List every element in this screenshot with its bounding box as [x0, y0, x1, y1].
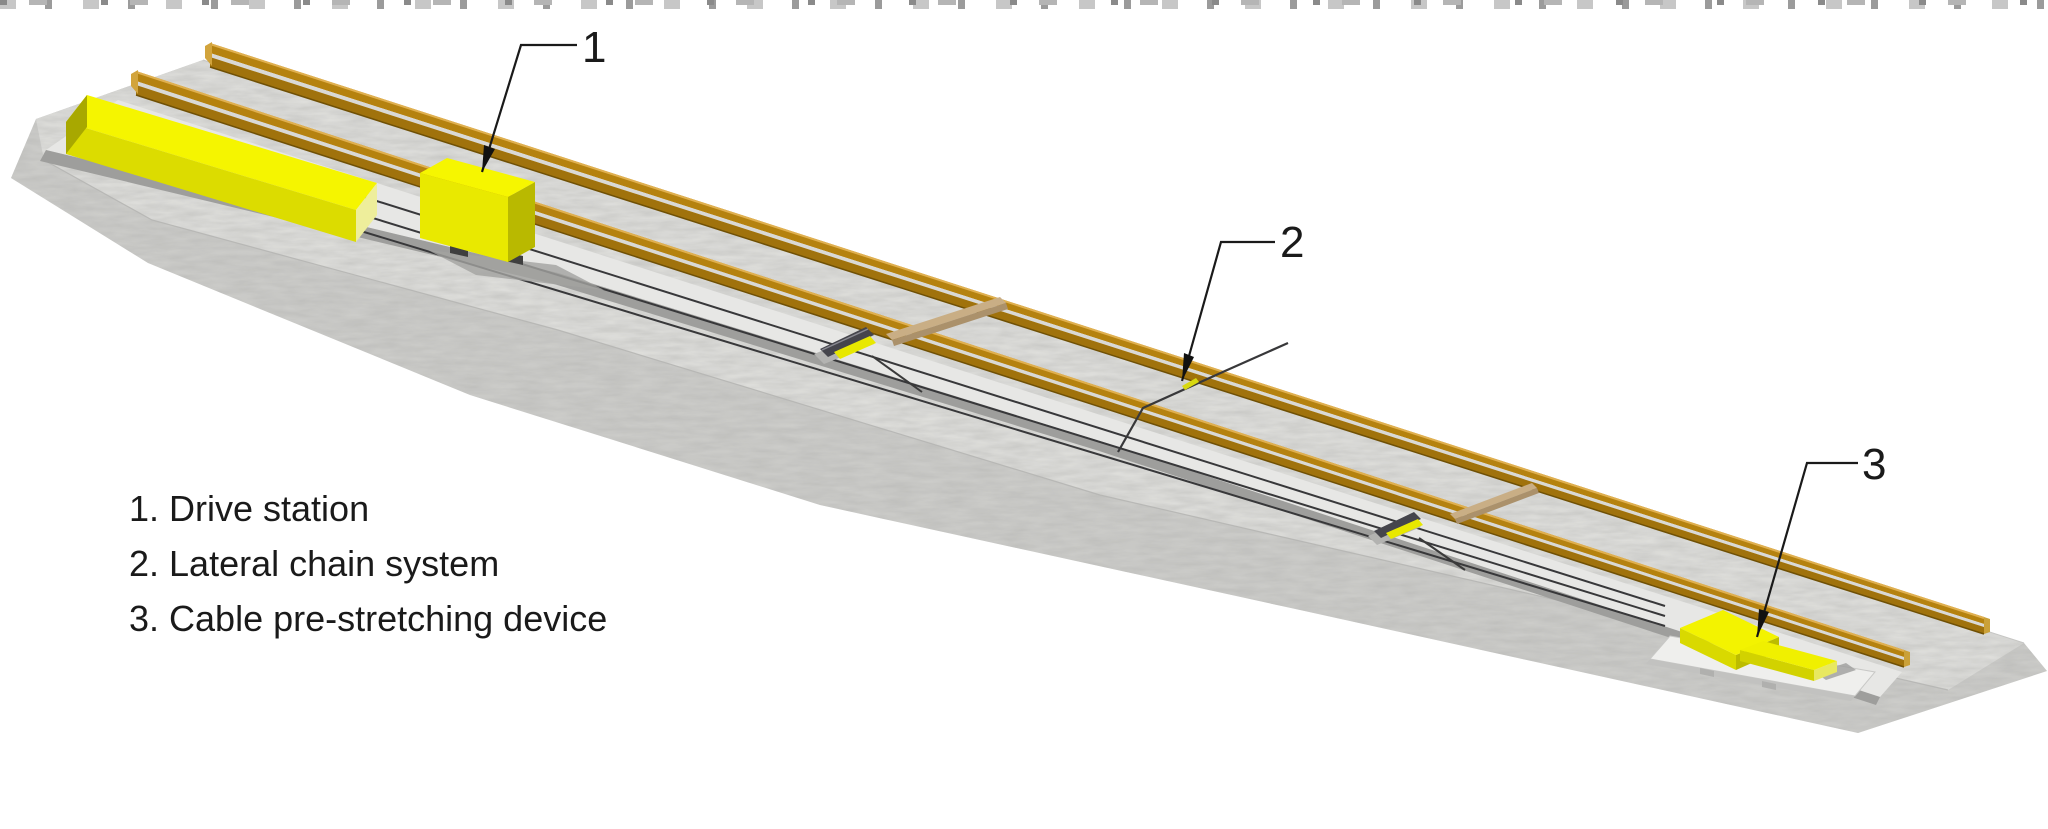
cable-pre-stretching-device [1646, 610, 1876, 701]
callout-2-number: 2 [1280, 218, 1304, 267]
drive-station-side-face [508, 182, 535, 262]
drive-station-shadow [428, 250, 604, 290]
far-rail-base [210, 57, 1984, 634]
crossbar-plank-2 [1450, 483, 1539, 524]
tensioner-bar-highlight [821, 328, 869, 351]
plank-front [1455, 488, 1539, 524]
device-plate-front-edge [1646, 659, 1855, 701]
far-rail-web-gap [210, 53, 1984, 627]
lateral-chain-crossing [1117, 341, 1289, 453]
tensioner-bar [1374, 512, 1421, 538]
callout-3: 3 [1755, 440, 1886, 638]
plank-top [1450, 483, 1537, 519]
callout-3-number: 3 [1862, 440, 1886, 489]
far-rail-left-end-cap [205, 42, 212, 66]
far-rail-right-end-cap [1984, 617, 1990, 634]
bar-left-end-face [66, 95, 87, 154]
callout-2-leader [1180, 240, 1275, 382]
yellow-cover-bar [66, 95, 377, 242]
callout-3-leader [1755, 461, 1858, 638]
callout-1-arrowhead [482, 145, 495, 172]
plank-top [886, 297, 1006, 340]
legend-item-lateral-chain-system: 2. Lateral chain system [129, 543, 499, 584]
near-rail-right-end-cap [1904, 650, 1910, 667]
bar-front-face [66, 122, 356, 242]
device-arm-end-face [1814, 661, 1837, 681]
drive-station [420, 158, 604, 290]
far-rail [205, 42, 1990, 635]
drive-station-top-face [420, 158, 535, 197]
device-arm-front-face [1740, 650, 1814, 681]
lateral-chain-line [1117, 341, 1289, 453]
callout-2-arrowhead [1182, 353, 1194, 381]
device-plate-foot [1700, 668, 1714, 677]
far-rail-underside [209, 66, 1985, 635]
device-slab-top-face [1680, 610, 1779, 655]
tensioner-yellow-wedge [1386, 519, 1423, 539]
near-rail-left-end-cap [131, 70, 138, 94]
plank-front [892, 303, 1008, 346]
drive-station-front-face [420, 173, 508, 262]
device-plate-foot [1762, 681, 1776, 690]
chain-link-highlight [1182, 378, 1199, 390]
chain-tensioner-device-1 [814, 327, 923, 393]
chamfer-break-line [43, 159, 1949, 691]
far-rail-highlight [209, 43, 1985, 619]
callout-1-number: 1 [582, 23, 606, 72]
tensioner-chain [1418, 537, 1466, 571]
legend: 1. Drive station 2. Lateral chain system… [129, 488, 607, 639]
tensioner-chain [871, 355, 923, 393]
bar-top-face [66, 95, 377, 210]
callout-1: 1 [480, 23, 606, 173]
tensioner-bar [820, 327, 874, 357]
crossbar-plank-1 [886, 297, 1008, 346]
legend-item-cable-pre-stretching-device: 3. Cable pre-stretching device [129, 598, 607, 639]
bar-right-end-face [356, 183, 377, 242]
legend-item-drive-station: 1. Drive station [129, 488, 369, 529]
callout-1-leader [480, 43, 577, 173]
callout-3-arrowhead [1757, 609, 1769, 637]
device-slab-front-face [1680, 628, 1736, 670]
tensioner-yellow-wedge [834, 336, 876, 359]
chain-tensioner-device-2 [1368, 512, 1466, 571]
callout-2: 2 [1180, 218, 1304, 382]
device-arm-top-face [1740, 641, 1837, 670]
